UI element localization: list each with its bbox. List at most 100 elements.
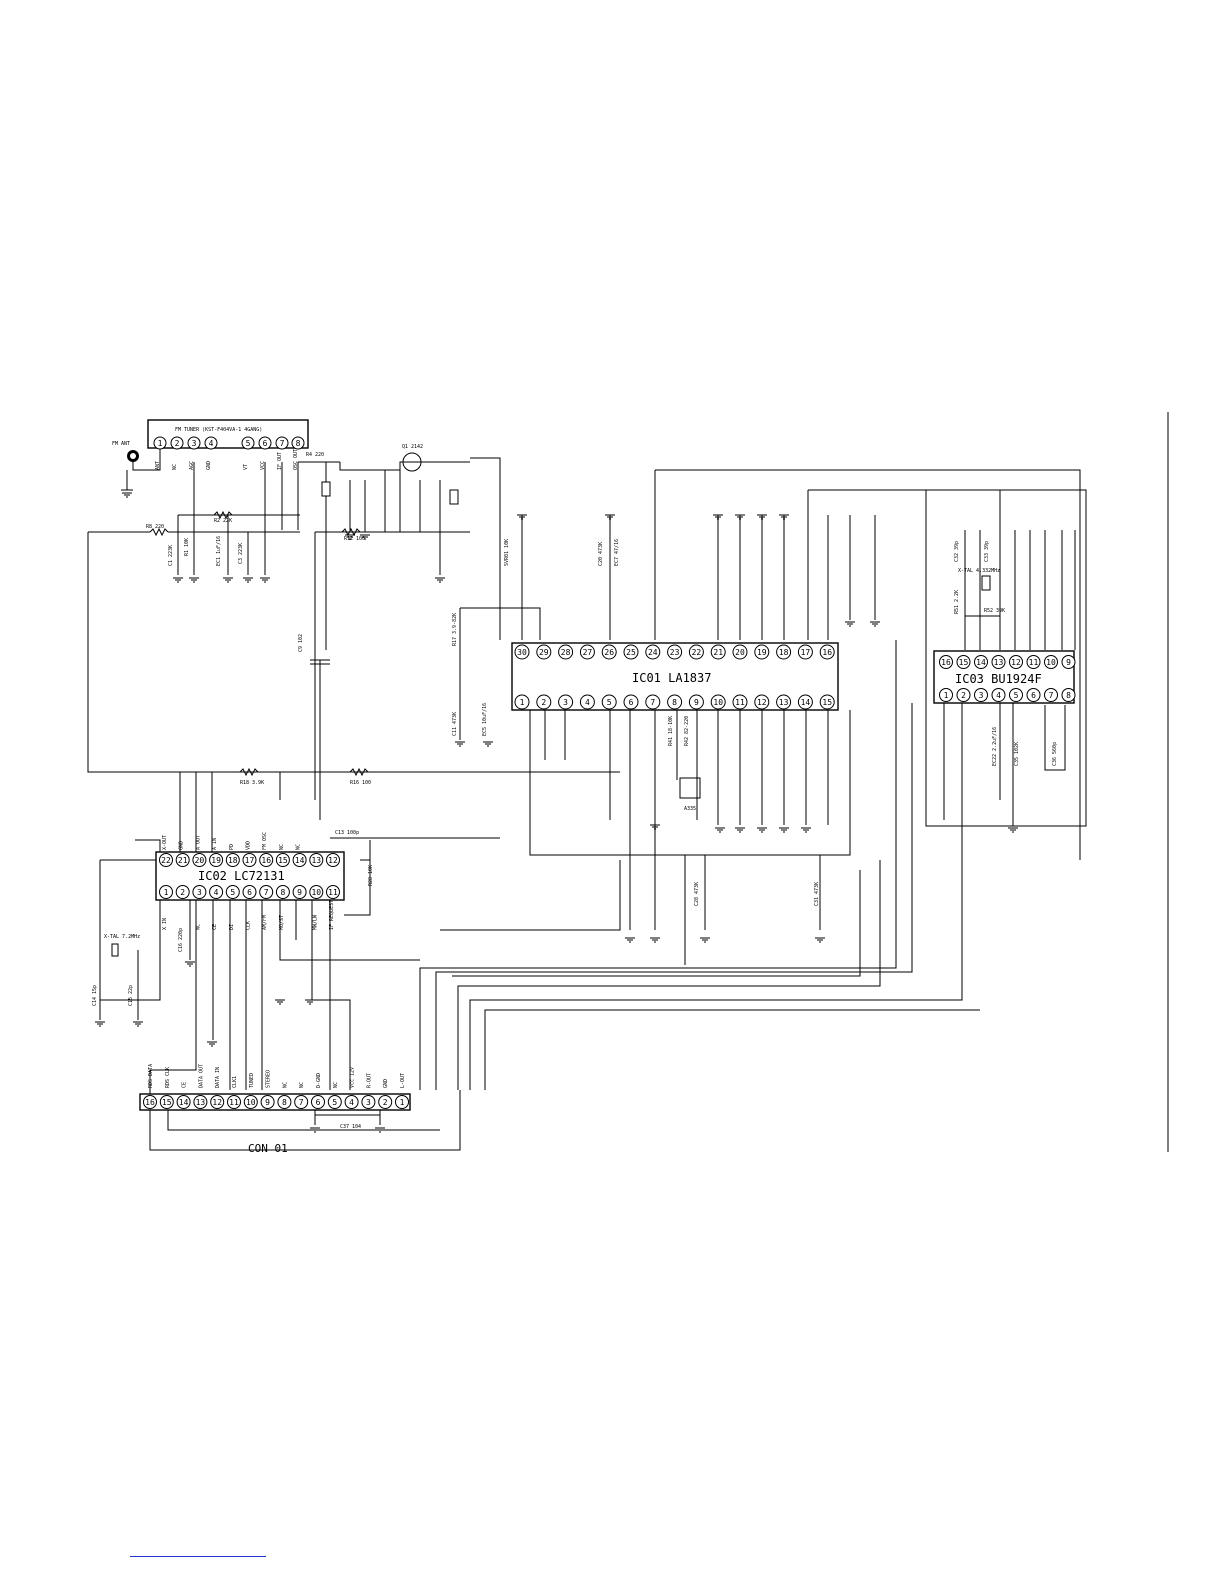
ic01-pin-number: 19 xyxy=(757,648,767,657)
r1-label: R1 10K xyxy=(184,538,190,556)
ic01-pin-number: 21 xyxy=(713,648,723,657)
a335-label: A335 xyxy=(684,806,696,812)
c13-label: C13 100p xyxy=(335,830,359,836)
ic03-pin-5: 5 xyxy=(1009,688,1023,702)
ic02-name: IC02 LC72131 xyxy=(198,869,285,883)
ic03-pin-14: 14 xyxy=(974,655,988,669)
con01-pin-label: RDS DATA xyxy=(148,1064,154,1088)
ic03-pin-number: 3 xyxy=(979,691,984,700)
ic01-pin-3: 3 xyxy=(558,694,574,710)
con01-name: CON 01 xyxy=(248,1142,288,1155)
ic02-top-pin-label: X-OUT xyxy=(162,835,168,850)
fm-tuner-title: FM TUNER (KST-F404VA-1 4GANG) xyxy=(175,427,262,433)
c1-label: C1 223K xyxy=(168,545,174,566)
ic02-pin-1: 1 xyxy=(159,885,173,899)
ic03-pin-15: 15 xyxy=(956,655,971,669)
ic03-pin-number: 6 xyxy=(1031,691,1036,700)
c20-label: C20 473K xyxy=(598,542,604,566)
ic01-pin-21: 21 xyxy=(710,644,726,660)
c36-label: C36 560p xyxy=(1052,742,1058,766)
ic01-pin-number: 15 xyxy=(822,698,832,707)
ic02-pin-7: 7 xyxy=(259,885,274,899)
ic01-pin-17: 17 xyxy=(797,644,813,660)
ic01-pin-number: 9 xyxy=(694,698,699,707)
ic01-pin-number: 18 xyxy=(779,648,789,657)
ic02-pin-20: 20 xyxy=(192,853,207,867)
con01-pin-number: 13 xyxy=(196,1098,206,1107)
tuner-pin-6: 6 xyxy=(258,436,272,450)
ic03-pin-number: 13 xyxy=(994,658,1004,667)
con01-pin-11: 11 xyxy=(227,1095,241,1109)
con01-pin-label: DATA OUT xyxy=(198,1064,204,1088)
con01-pin-4: 4 xyxy=(344,1095,359,1109)
con01-pin-number: 7 xyxy=(299,1098,304,1107)
ic02-top-pin-label: GND xyxy=(179,841,185,850)
ic01-pin-number: 20 xyxy=(735,648,745,657)
ic03-name: IC03 BU1924F xyxy=(955,672,1042,686)
con01-pin-2: 2 xyxy=(378,1095,393,1109)
con01-pin-label: RDS CLK xyxy=(165,1067,171,1088)
ic01-pin-2: 2 xyxy=(536,694,552,710)
ic03-pin-7: 7 xyxy=(1044,688,1058,702)
ic02-bottom-pin-label: IF REQUEST xyxy=(329,900,335,930)
con01-pin-16: 16 xyxy=(143,1095,157,1109)
con01-pin-number: 3 xyxy=(366,1098,371,1107)
ic01-pin-14: 14 xyxy=(797,694,813,710)
ic01-pin-27: 27 xyxy=(579,644,595,660)
con01-pin-label: DATA IN xyxy=(215,1067,221,1088)
ic02-pin-13: 13 xyxy=(309,853,324,867)
con01-pin-label: D-GND xyxy=(316,1073,322,1088)
ic01-pin-22: 22 xyxy=(688,644,704,660)
tuner-pin-2: 2 xyxy=(170,436,184,450)
ic01-pin-8: 8 xyxy=(667,694,683,710)
ic02-pin-15: 15 xyxy=(275,853,290,867)
ic01-pin-number: 27 xyxy=(583,648,593,657)
ic03-pin-number: 8 xyxy=(1066,691,1071,700)
ic03-pin-11: 11 xyxy=(1026,655,1041,669)
ic02-pin-number: 7 xyxy=(264,888,269,897)
ic03-pin-16: 16 xyxy=(939,655,953,669)
ic03-pin-number: 9 xyxy=(1066,658,1071,667)
ic03-pin-number: 16 xyxy=(941,658,951,667)
ec5-label: EC5 10uF/16 xyxy=(482,703,488,736)
ic03-pin-number: 10 xyxy=(1046,658,1056,667)
ic01-pin-11: 11 xyxy=(732,694,748,710)
ic01-pin-number: 12 xyxy=(757,698,767,707)
ic01-pin-number: 3 xyxy=(563,698,568,707)
tuner-pin-label: NC xyxy=(172,464,178,470)
lower-rail: R18 3.9K R16 100 xyxy=(179,767,371,855)
con01-pin-label: GND xyxy=(383,1079,389,1088)
ic02-pin-5: 5 xyxy=(225,885,240,899)
con01-pin-label: L-OUT xyxy=(400,1073,406,1088)
ic03-pin-number: 7 xyxy=(1049,691,1054,700)
ic01-pin-29: 29 xyxy=(536,644,552,660)
ic02-bottom-pin-label: MW/LW xyxy=(312,914,318,930)
q1-label: Q1 2142 xyxy=(402,444,423,450)
ic02-pin-14: 14 xyxy=(292,853,307,867)
c28-label: C28 473K xyxy=(694,882,700,906)
con01-pin-7: 7 xyxy=(294,1095,309,1109)
c31-label: C31 473K xyxy=(814,882,820,906)
ic01-pin-5: 5 xyxy=(601,694,617,710)
con01-pin-number: 10 xyxy=(246,1098,256,1107)
c15-label: C15 22p xyxy=(128,985,134,1006)
q1-transistor-icon xyxy=(402,452,422,472)
tuner-pin-label: ANT xyxy=(155,461,161,470)
ic03-pin-6: 6 xyxy=(1026,688,1041,702)
ic03-pin-2: 2 xyxy=(956,688,971,702)
ic01-pin-15: 15 xyxy=(819,694,835,710)
ec7-label: EC7 47/16 xyxy=(614,539,620,566)
r28-label: R28 10K xyxy=(368,865,374,886)
r52-label: R52 39K xyxy=(984,608,1005,614)
ic02-pin-number: 9 xyxy=(297,888,302,897)
ic01-pin-4: 4 xyxy=(579,694,595,710)
ic02-pin-number: 16 xyxy=(261,856,271,865)
con01-pin-3: 3 xyxy=(361,1095,376,1109)
ic01-pin-20: 20 xyxy=(732,644,748,660)
ic02-top-pin-label: PD xyxy=(229,844,235,850)
r42-label: R42 82-220 xyxy=(684,716,690,746)
tuner-pin-5: 5 xyxy=(241,436,255,450)
ic02-bottom-pin-label: CLK xyxy=(246,921,252,930)
con01-pin-number: 15 xyxy=(162,1098,172,1107)
